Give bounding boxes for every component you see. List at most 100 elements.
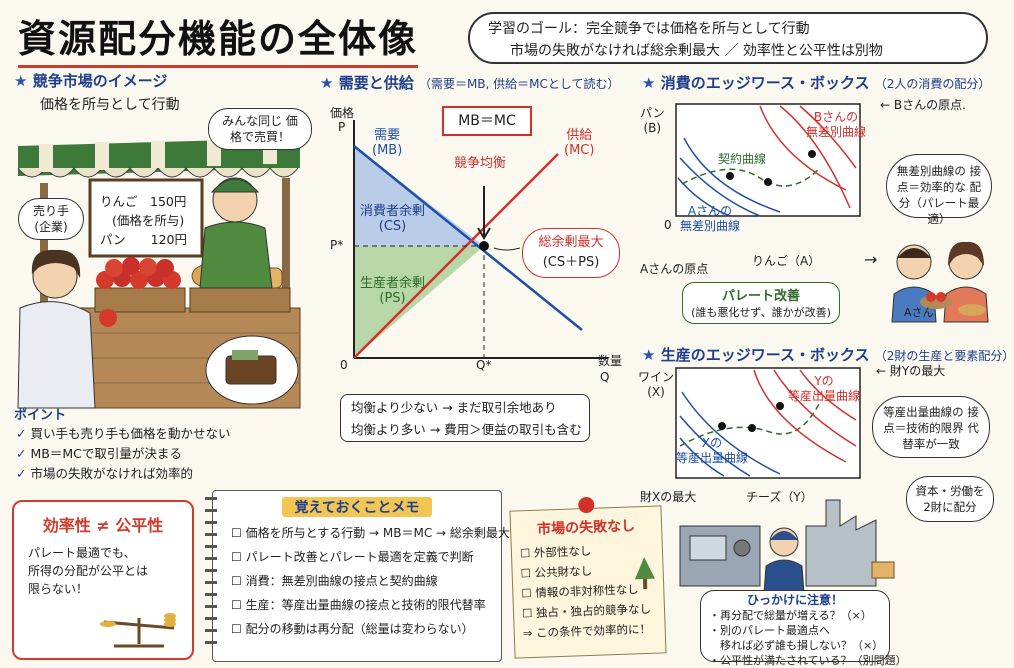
b-indifference-curve [799,105,857,169]
caution-item: ・別のパレート最適点へ [709,624,830,637]
pin-icon [578,496,595,514]
cs-label: 消費者余剰 (CS) [360,200,425,234]
demand-label: 需要 (MB) [372,124,402,158]
equity-line-2: 所得の分配が公平とは [28,564,149,578]
cs-sym: (CS) [378,219,407,234]
point-item: ✓ 買い手も売り手も価格を動かせない [16,426,231,441]
p-star-label: P* [330,238,344,252]
b-indifference-curve [759,105,847,191]
equilibrium-label: 競争均衡 [454,156,507,171]
equilibrium-arrow [477,186,491,240]
sd-heading: ★ 需要と供給 （需要＝MB, 供給＝MCとして読む） [320,72,620,93]
y-max-label: ← 財Yの最大 [876,364,946,378]
p-y-axis: ワイン (X) [638,368,674,399]
people-illustration [891,241,989,323]
y-axis-label: 価格 [330,106,355,120]
sd-note-1: 均衡より少ない → まだ取引余地あり [351,400,557,415]
x-curve-label: Xの 等産出量曲線 [676,436,748,466]
production-box-diagram [675,367,861,479]
tangency-point [776,402,784,410]
buyer-speech-bubble: 売り手 (企業) [18,198,84,240]
ps-label: 生産者余剰 (PS) [360,272,425,306]
caution-title: ひっかけに注意！ [746,593,843,607]
x-isoquant [679,415,751,477]
consumption-heading-text: 消費のエッジワース・ボックス [660,74,870,92]
no-failure-note: 市場の失敗なし ☐ 外部性なし ☐ 公共財なし ☐ 情報の非対称性なし ☐ 独占… [509,496,667,659]
demand-sym: (MB) [372,143,403,158]
no-failure-conclusion: ⇒ この条件で効率的に！ [522,621,652,641]
demand-curve [353,145,583,331]
point-item: ✓ 市場の失敗がなければ効率的 [16,466,193,481]
market-heading-text: 競争市場のイメージ [32,72,168,90]
a-indifference-curve [677,177,731,217]
total-label: 総余剰最大 [538,235,604,250]
tangency-point [748,424,756,432]
a-curve-label-2: 無差別曲線 [680,219,741,233]
star-icon: ★ [14,72,28,90]
sign-apple: りんご 150円 [100,194,187,209]
production-heading: ★ 生産のエッジワース・ボックス （2財の生産と要素配分） [642,344,1014,365]
a-indifference-curve [679,157,761,217]
memo-item: ☐ 配分の移動は再分配（総量は変わらない） [231,622,474,636]
seller-figure [199,177,273,289]
memo-title: 覚えておくことメモ [282,497,432,517]
buyer-figure [17,249,117,409]
equity-box: 効率性 ≠ 公平性 パレート最適でも、 所得の分配が公平とは 限らない！ [12,500,194,660]
seller-speech-bubble: みんな同じ 価格で売買！ [208,108,312,150]
b-indifference-curve [779,105,851,209]
x-curve-label-2: 等産出量曲線 [676,451,749,465]
y-isoquant [753,369,847,463]
y-axis-sym: P [338,120,346,134]
y-curve-label-1: Yの [814,374,834,388]
sd-notes: 均衡より少ない → まだ取引余地あり 均衡より多い → 費用＞便益の取引も含む [340,394,590,442]
market-illustration [17,138,301,409]
no-failure-title: 市場の失敗なし [536,518,636,538]
tree-icon [634,557,655,590]
b-origin-label: ← Bさんの原点. [880,98,966,112]
page-title: 資源配分機能の全体像 [18,8,419,68]
consumption-bubble: 無差別曲線の 接点＝効率的な 配分（パレート最適） [886,154,992,226]
x-isoquant [681,391,781,475]
production-bubble: 等産出量曲線の 接点＝技術的限界 代替率が一致 [872,396,990,458]
tangency-point [764,178,772,186]
tangency-point [718,422,726,430]
c-y-axis-text: パン [640,106,665,120]
b-curve-label: Bさんの 無差別曲線 [806,110,866,140]
supply-demand-chart [353,120,608,359]
scale-icon [100,613,176,648]
y-isoquant [773,369,857,447]
ps-sym: (PS) [379,291,406,306]
c-x-axis: りんご（A） [752,254,821,268]
sd-note-2: 均衡より多い → 費用＞便益の取引も含む [351,422,582,437]
x-curve-label-1: Xの [701,436,723,450]
pareto-box: パレート改善 (誰も悪化せず、誰かが改善) [682,282,840,324]
total-sym: (CS＋PS) [542,255,600,270]
memo-notebook: 覚えておくことメモ ☐ 価格を所与とする行動 → MB＝MC → 総余剰最大 ☐… [205,490,510,662]
a-origin-label: Aさんの原点 [640,262,709,276]
price-sign [88,178,204,258]
p-y-axis-text: ワイン [638,370,675,384]
caution-item: ・公平性が満たされている？（別問題） [709,654,907,667]
factory-bubble: 資本・労働を 2財に配分 [906,476,994,522]
p-x-axis: チーズ（Y） [746,490,813,504]
consumption-heading-note: （2人の消費の配分） [874,77,991,91]
tangency-point [808,150,816,158]
y-curve-label: Yの 等産出量曲線 [788,374,860,404]
contract-curve-label: 契約曲線 [718,152,767,166]
goal-banner: 学習のゴール：完全競争では価格を所与として行動 市場の失敗がなければ総余剰最大 … [468,12,988,64]
efficiency-curve [679,401,821,447]
tangency-point [726,172,734,180]
price-sign-text: りんご 150円 (価格を所与) パン 120円 [100,192,187,249]
total-surplus-bubble: 総余剰最大 (CS＋PS) [522,228,620,278]
notebook-rings [205,497,217,653]
star-icon: ★ [642,346,656,364]
x-isoquant [679,437,725,477]
a-indifference-curve [683,137,781,213]
caution-item: ・再分配で総量が増える？（×） [709,609,872,622]
goal-line-1: 学習のゴール：完全競争では価格を所与として行動 [488,21,810,37]
total-arrow [493,247,521,251]
c-zero: 0 [664,218,672,232]
market-subtitle: 価格を所与として行動 [40,97,180,113]
demand-label-text: 需要 [374,128,401,143]
stall-post [282,178,290,393]
